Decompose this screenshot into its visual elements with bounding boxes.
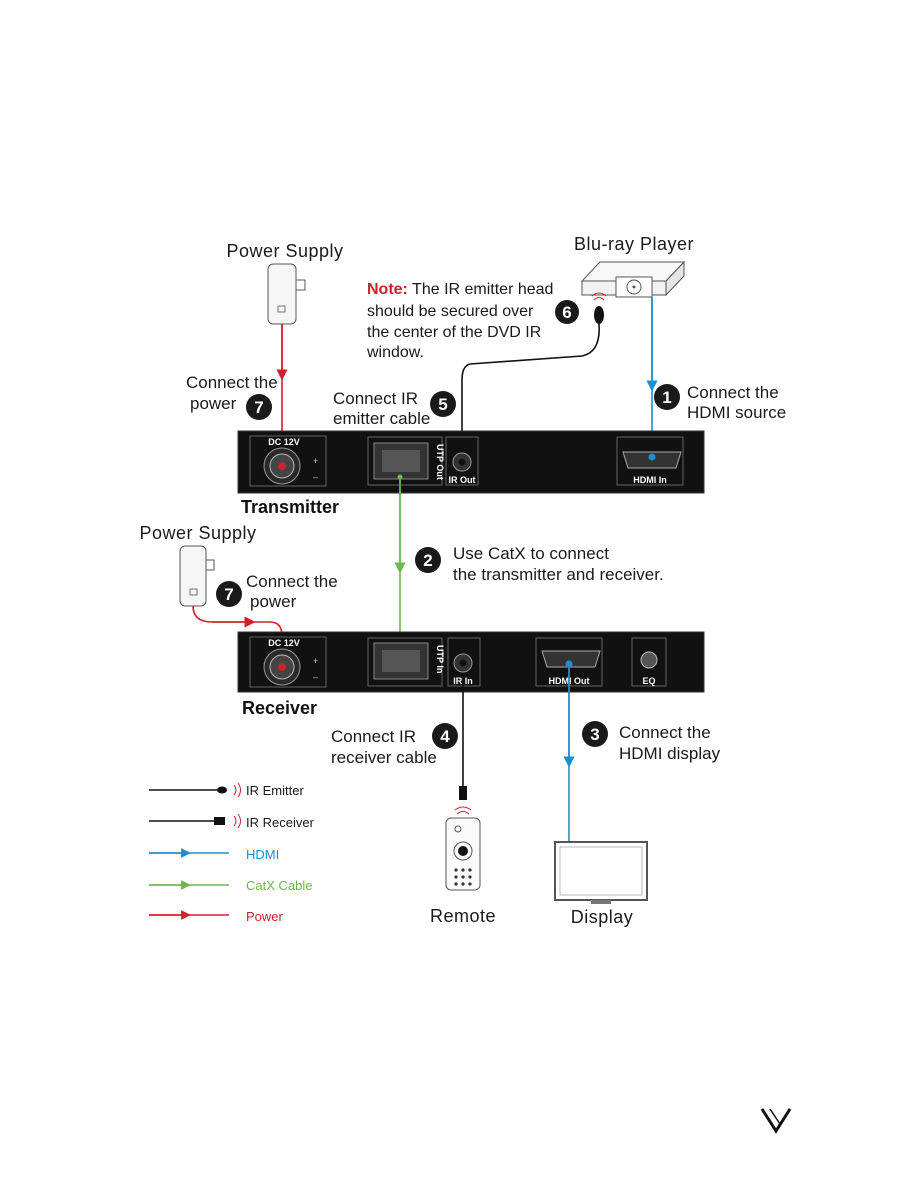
step-2-line-1: Use CatX to connect <box>453 544 609 563</box>
transmitter-dc-label: DC 12V <box>268 437 300 447</box>
step-7-bottom-badge: 7 <box>216 581 242 607</box>
legend-power: Power <box>246 909 284 924</box>
receiver-dc-label: DC 12V <box>268 638 300 648</box>
power-supply-top-label: Power Supply <box>226 241 343 261</box>
receiver-title: Receiver <box>242 698 317 718</box>
step-1-badge: 1 <box>654 384 680 410</box>
step-4-line-1: Connect IR <box>331 727 416 746</box>
receiver-eq-label: EQ <box>642 676 655 686</box>
svg-text:6: 6 <box>562 303 571 322</box>
bluray-label: Blu-ray Player <box>574 234 694 254</box>
power-supply-bottom-label: Power Supply <box>139 523 256 543</box>
transmitter-utp-out-label: UTP Out <box>435 444 445 480</box>
note-text: Note: The IR emitter head should be secu… <box>366 281 553 361</box>
step-3-badge: 3 <box>582 721 608 747</box>
remote-icon <box>445 806 481 891</box>
svg-text:7: 7 <box>224 585 233 604</box>
remote-label: Remote <box>430 906 496 926</box>
step-7-top-line-2: power <box>190 394 237 413</box>
display-label: Display <box>571 907 634 927</box>
receiver-unit: DC 12V + – UTP In IR In HDMI Out EQ <box>237 631 705 693</box>
step-7-top-line-1: Connect the <box>186 373 278 392</box>
svg-text:Note: The IR emitter head: Note: The IR emitter head <box>367 281 553 298</box>
svg-text:–: – <box>313 472 318 482</box>
legend-ir-emitter: IR Emitter <box>246 783 304 798</box>
svg-text:7: 7 <box>254 398 263 417</box>
svg-text:1: 1 <box>662 388 671 407</box>
ir-receiver-head-icon <box>459 786 467 800</box>
step-4-badge: 4 <box>432 723 458 749</box>
power-cable-bottom <box>192 605 283 668</box>
step-6-badge: 6 <box>555 300 579 324</box>
svg-text:3: 3 <box>590 725 599 744</box>
step-1-line-2: HDMI source <box>687 403 786 422</box>
note-line-2: should be secured over <box>367 303 534 320</box>
transmitter-unit: DC 12V + – UTP Out IR Out HDMI In <box>237 430 705 494</box>
legend: IR Emitter IR Receiver HDMI CatX Cable P… <box>149 782 315 924</box>
receiver-utp-in-label: UTP In <box>435 645 445 673</box>
note-line-1: The IR emitter head <box>408 281 554 298</box>
svg-text:+: + <box>313 656 318 666</box>
step-5-line-2: emitter cable <box>333 409 430 428</box>
step-5-badge: 5 <box>430 391 456 417</box>
step-7-bottom-line-1: Connect the <box>246 572 338 591</box>
ir-emitter-cable <box>461 323 600 460</box>
svg-text:+: + <box>313 456 318 466</box>
svg-text:2: 2 <box>423 551 432 570</box>
legend-hdmi: HDMI <box>246 847 279 862</box>
step-3-line-1: Connect the <box>619 723 711 742</box>
display-icon <box>554 841 648 904</box>
note-label: Note: <box>367 281 408 298</box>
legend-catx: CatX Cable <box>246 878 312 893</box>
step-1-line-1: Connect the <box>687 383 779 402</box>
step-3-line-2: HDMI display <box>619 744 721 763</box>
step-2-badge: 2 <box>415 547 441 573</box>
step-7-bottom-line-2: power <box>250 592 297 611</box>
note-line-4: window. <box>366 344 424 361</box>
svg-text:4: 4 <box>440 727 450 746</box>
svg-text:–: – <box>313 672 318 682</box>
power-supply-top-icon <box>267 263 306 325</box>
brand-logo <box>760 1108 792 1134</box>
transmitter-hdmi-in-label: HDMI In <box>633 475 667 485</box>
transmitter-title: Transmitter <box>241 497 339 517</box>
legend-ir-receiver: IR Receiver <box>246 815 315 830</box>
bluray-player-icon <box>580 260 686 298</box>
step-2-line-2: the transmitter and receiver. <box>453 565 664 584</box>
step-7-top-badge: 7 <box>246 394 272 420</box>
note-line-3: the center of the DVD IR <box>367 324 541 341</box>
svg-text:5: 5 <box>438 395 447 414</box>
power-supply-bottom-icon <box>179 545 215 607</box>
step-4-line-2: receiver cable <box>331 748 437 767</box>
ir-emitter-head-icon <box>591 292 607 324</box>
transmitter-ir-out-label: IR Out <box>449 475 476 485</box>
step-5-line-1: Connect IR <box>333 389 418 408</box>
